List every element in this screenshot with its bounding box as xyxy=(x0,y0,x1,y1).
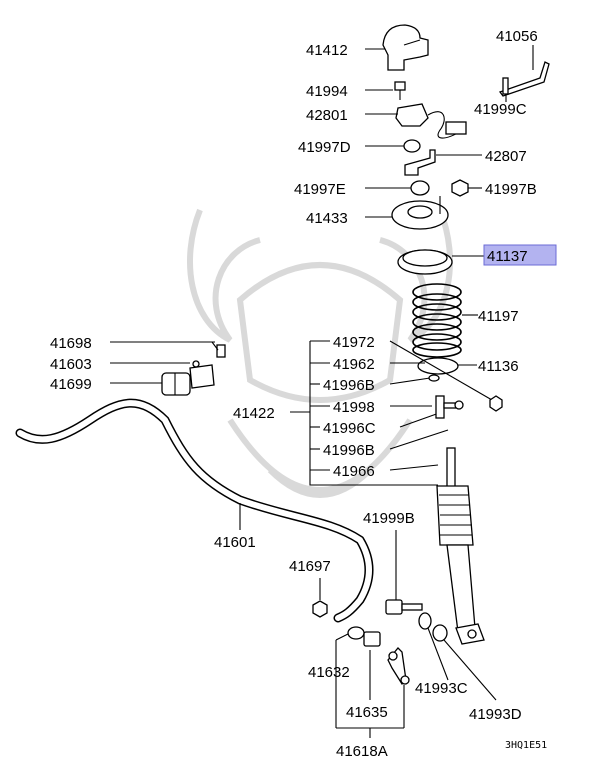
label-41197: 41197 xyxy=(478,308,519,325)
label-41632: 41632 xyxy=(308,664,350,681)
label-41433: 41433 xyxy=(306,210,348,227)
part-41632-bushing xyxy=(347,626,365,640)
part-41993c-washer xyxy=(418,612,449,681)
label-41998: 41998 xyxy=(333,399,375,416)
label-41962: 41962 xyxy=(333,356,375,373)
part-41136-spring-pad xyxy=(417,357,459,375)
label-41996c: 41996C xyxy=(323,420,376,437)
highlight-box-41137 xyxy=(483,244,557,266)
part-41996b-clip xyxy=(428,374,440,382)
part-41997d-bushing xyxy=(403,139,421,153)
label-41996b-upper: 41996B xyxy=(323,377,375,394)
part-41137-spring-seat xyxy=(397,249,453,275)
part-41197-coil-spring xyxy=(412,283,462,358)
label-41999b: 41999B xyxy=(363,510,415,527)
part-42801-actuator xyxy=(395,103,467,139)
part-41999c-bolt xyxy=(502,77,509,102)
part-41966-shock-absorber xyxy=(436,447,485,645)
label-41056: 41056 xyxy=(496,28,538,45)
label-41422: 41422 xyxy=(233,405,275,422)
part-41999b-bolt xyxy=(385,530,423,615)
part-41635-bushing xyxy=(363,631,381,647)
part-41997b-nut xyxy=(451,179,469,197)
label-41603: 41603 xyxy=(50,356,92,373)
part-41994-bolt xyxy=(394,81,406,100)
label-41997b: 41997B xyxy=(485,181,537,198)
part-41997e-bushing xyxy=(410,180,430,196)
label-41999c: 41999C xyxy=(474,101,527,118)
label-42801: 42801 xyxy=(306,107,348,124)
label-41993c: 41993C xyxy=(415,680,468,697)
part-41601-stabilizer-bar xyxy=(15,398,374,623)
label-41137: 41137 xyxy=(487,248,528,265)
label-41994: 41994 xyxy=(306,83,348,100)
label-41601: 41601 xyxy=(214,534,256,551)
label-41618a: 41618A xyxy=(336,743,388,760)
label-41635: 41635 xyxy=(346,704,388,721)
link-brackets xyxy=(335,633,405,738)
label-41697: 41697 xyxy=(289,558,331,575)
part-41699-bushing xyxy=(161,372,191,396)
label-42807: 42807 xyxy=(485,148,527,165)
diagram-code: 3HQ1E51 xyxy=(505,740,547,751)
label-41997e: 41997E xyxy=(294,181,346,198)
part-41998-valve xyxy=(435,395,457,419)
label-41996b-lower: 41996B xyxy=(323,442,375,459)
label-41136: 41136 xyxy=(478,358,519,375)
part-41603-bracket xyxy=(189,360,215,389)
label-41997d: 41997D xyxy=(298,139,351,156)
part-41698-bolt xyxy=(216,344,226,358)
part-41697-nut xyxy=(312,578,328,618)
label-41972: 41972 xyxy=(333,334,375,351)
part-41993d-washer xyxy=(432,624,497,701)
label-41966: 41966 xyxy=(333,463,375,480)
part-41412-dust-cap xyxy=(382,24,429,71)
label-41993d: 41993D xyxy=(469,706,522,723)
label-41698: 41698 xyxy=(50,335,92,352)
part-41433-upper-mount xyxy=(391,196,449,230)
label-41699: 41699 xyxy=(50,376,92,393)
part-41618a-link xyxy=(387,647,410,686)
label-41412: 41412 xyxy=(306,42,348,59)
part-42807-bracket xyxy=(404,149,436,176)
part-41962-nut xyxy=(489,395,503,412)
bracket-41422-group xyxy=(290,340,493,486)
part-41996c-ring xyxy=(454,400,464,410)
